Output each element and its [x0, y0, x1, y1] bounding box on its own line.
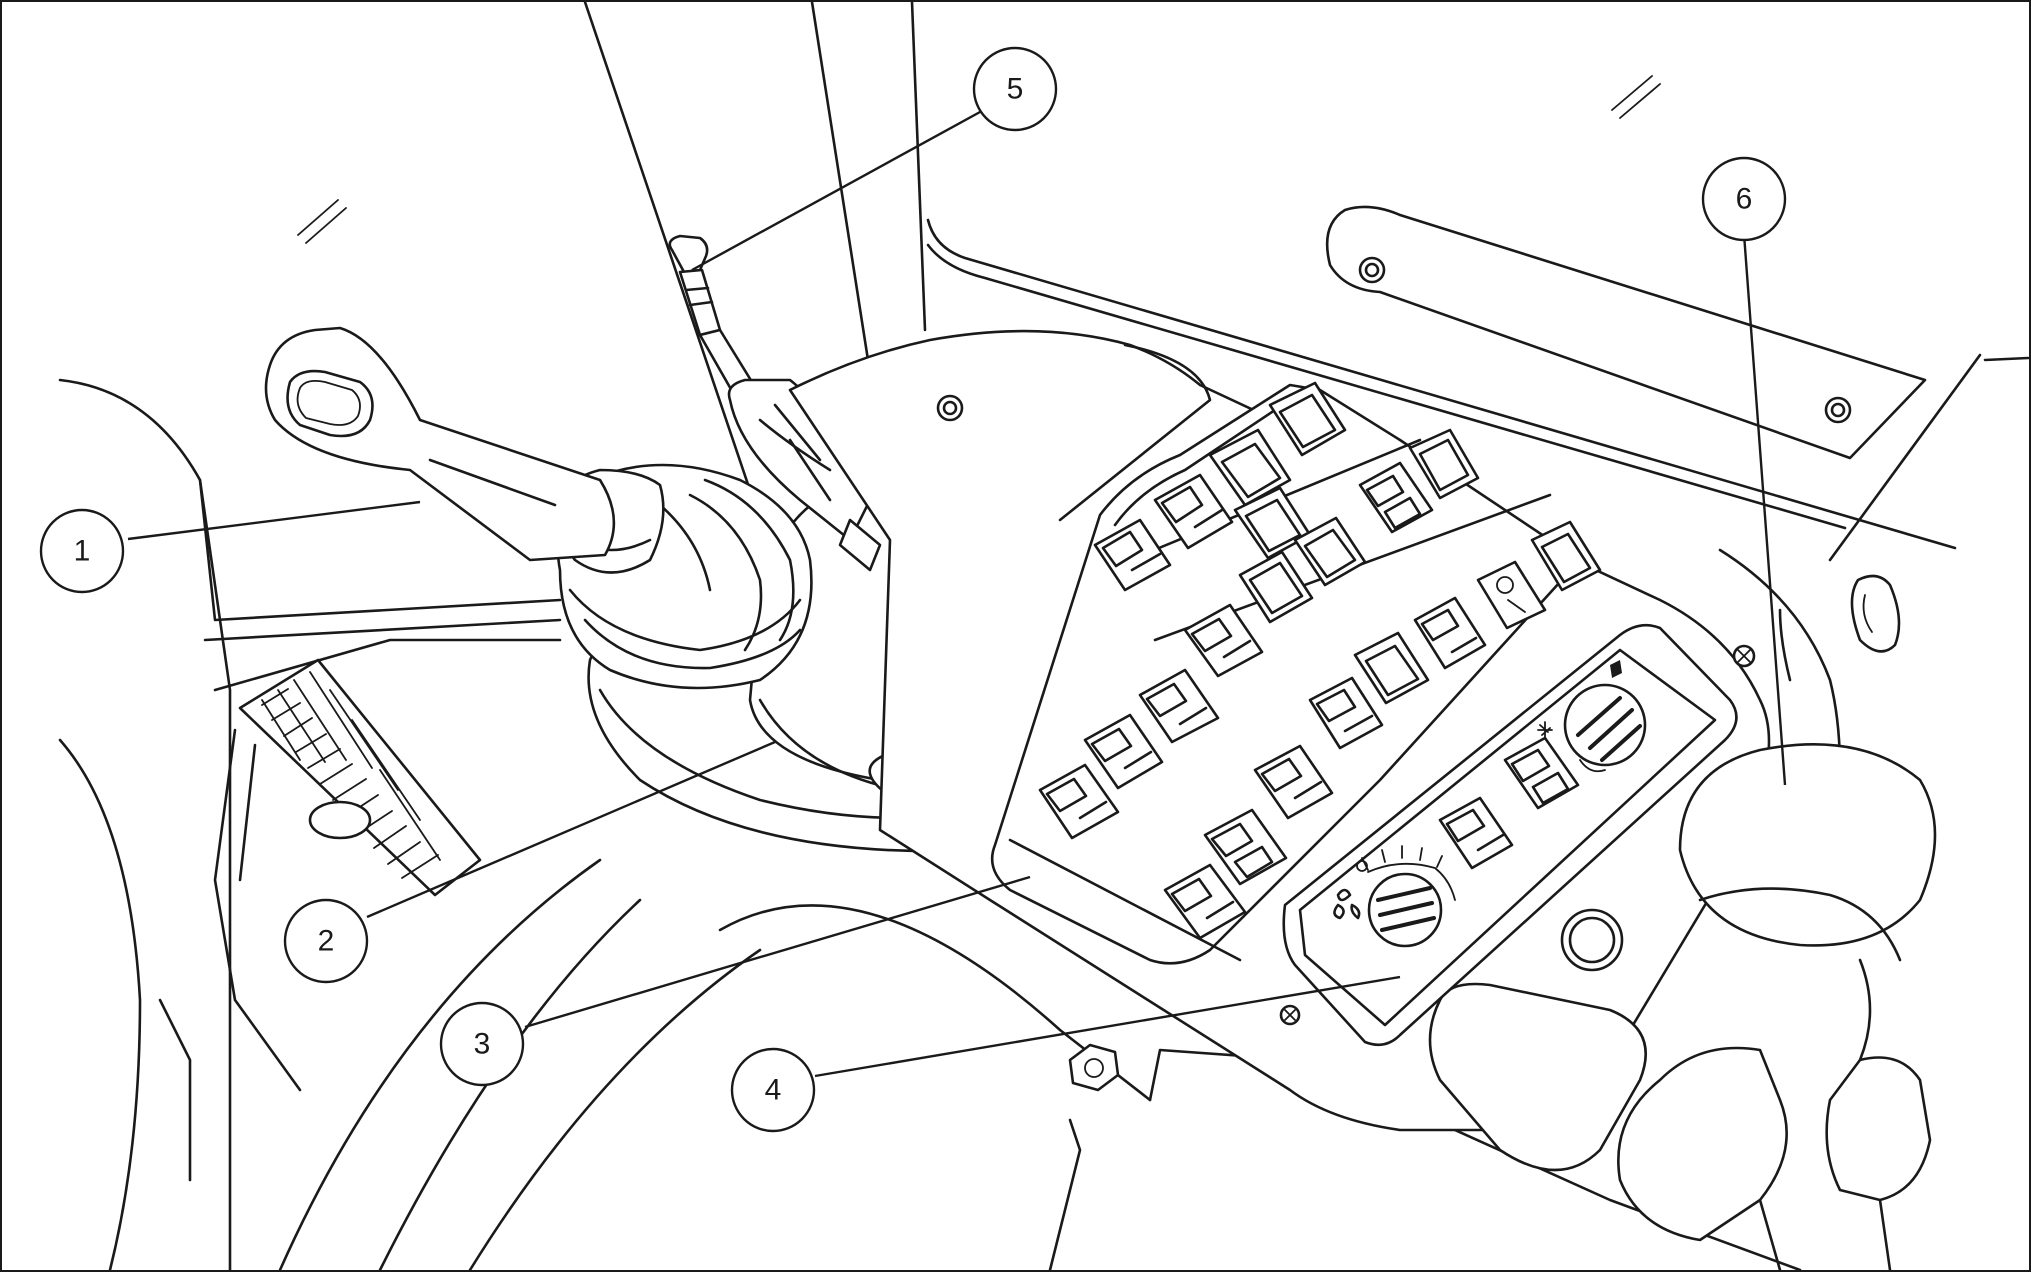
callout-1-label: 1 [74, 535, 91, 568]
heater-switch [1438, 796, 1514, 870]
callout-6-label: 6 [1736, 183, 1753, 216]
heater-control-panel [1282, 623, 1738, 1047]
callout-1: 1 [39, 508, 125, 594]
heater-switch [1503, 736, 1580, 810]
callout-5-label: 5 [1007, 73, 1024, 106]
callout-3-label: 3 [474, 1028, 491, 1061]
callout-4: 4 [730, 1047, 816, 1133]
callout-2: 2 [283, 898, 369, 984]
rocker-switch [1476, 560, 1547, 630]
rocker-switch [1353, 631, 1430, 705]
rocker-switch [1293, 516, 1367, 587]
rocker-switches [1038, 381, 1602, 940]
rocker-switch [1083, 713, 1164, 790]
rocker-switch [1203, 808, 1288, 886]
pedal [238, 658, 482, 897]
rocker-switch [1153, 473, 1234, 550]
callout-4-label: 4 [765, 1074, 782, 1107]
cab-background [58, 0, 2030, 1272]
rocker-switch [1530, 520, 1602, 592]
rocker-switch [1308, 676, 1384, 750]
callout-2-label: 2 [318, 925, 335, 958]
rocker-switch [1253, 744, 1334, 820]
rocker-switch [1408, 428, 1480, 500]
rocker-switch [1163, 863, 1247, 940]
rocker-switch [1268, 381, 1347, 457]
rocker-switch [1413, 596, 1487, 670]
rocker-switch [1183, 603, 1264, 678]
rocker-switch [1358, 461, 1434, 534]
callout-6: 6 [1701, 156, 1787, 242]
callout-5: 5 [972, 46, 1058, 132]
joystick [264, 326, 813, 690]
fan-speed-knob [1356, 845, 1456, 948]
callout-3: 3 [439, 1001, 525, 1087]
cup-holder [1617, 742, 1937, 1272]
rocker-switch [1208, 428, 1292, 507]
pedal-tread-pattern [261, 671, 441, 879]
rocker-switch [1038, 763, 1120, 840]
callouts: 1 2 3 4 5 6 [39, 46, 1787, 1133]
temperature-knob [1563, 683, 1647, 773]
rocker-switch [1093, 518, 1172, 592]
rocker-switch [1238, 550, 1314, 624]
rocker-switch [1138, 668, 1220, 744]
